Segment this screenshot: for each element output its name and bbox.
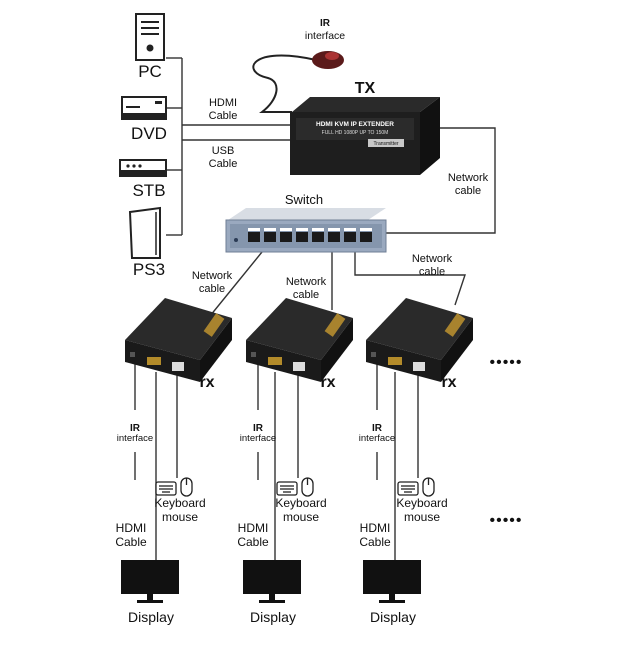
keyboard-mouse-icon-2: [276, 477, 314, 497]
rx-ir-sub-2: interface: [239, 433, 277, 444]
rx-ir-title-3: IR: [372, 423, 382, 434]
ir-cable-tx: [252, 54, 317, 113]
tx-ir-sub: interface: [304, 30, 346, 42]
rx-ir-title-2: IR: [253, 423, 263, 434]
rx-title-1: rx: [199, 374, 215, 391]
network-cable-label-rx3: Network cable: [411, 253, 453, 278]
source-label-dvd: DVD: [131, 124, 167, 143]
keyboard-mouse-icon-3: [397, 477, 435, 497]
switch-title: Switch: [284, 192, 324, 207]
kbd-label-3: Keyboard mouse: [396, 496, 448, 524]
rx-device-3: [366, 298, 473, 382]
tx-device: HDMI KVM IP EXTENDER FULL HD 1080P UP TO…: [290, 97, 440, 175]
hdmi-cable-label: HDMI Cable: [208, 97, 238, 122]
ir-receiver-icon: [312, 51, 344, 69]
display-icon-2: [243, 560, 301, 603]
more-units-ellipsis-top: •••••: [489, 354, 523, 371]
rx-ir-sub-3: interface: [358, 433, 396, 444]
rx-ir-title-1: IR: [130, 423, 140, 434]
network-cable-label-rx1: Network cable: [191, 270, 233, 295]
more-units-ellipsis-bottom: •••••: [489, 512, 523, 529]
connection-lines: [134, 57, 496, 572]
switch-ports: [248, 232, 372, 242]
source-label-ps3: PS3: [132, 260, 166, 279]
stb-icon: [119, 159, 167, 177]
ps3-icon: [128, 206, 161, 259]
svg-text:FULL HD 1080P UP TO 150M: FULL HD 1080P UP TO 150M: [322, 130, 389, 136]
kbd-label-1: Keyboard mouse: [154, 496, 206, 524]
rx-title-3: rx: [441, 374, 457, 391]
network-switch: [225, 208, 387, 253]
rx-hdmi-label-3: HDMI Cable: [359, 521, 391, 549]
kbd-label-2: Keyboard mouse: [275, 496, 327, 524]
rx-device-1: [125, 298, 232, 382]
pc-icon: [135, 13, 165, 61]
svg-text:Transmitter: Transmitter: [373, 141, 398, 147]
display-icon-3: [363, 560, 421, 603]
tx-ir-title: IR: [320, 18, 330, 29]
display-label-1: Display: [128, 609, 174, 625]
display-icon-1: [121, 560, 179, 603]
rx-hdmi-label-1: HDMI Cable: [115, 521, 147, 549]
network-cable-label-tx: Network cable: [447, 172, 489, 197]
rx-hdmi-label-2: HDMI Cable: [237, 521, 269, 549]
display-label-2: Display: [250, 609, 296, 625]
rx-ir-sub-1: interface: [116, 433, 154, 444]
keyboard-mouse-icon-1: [155, 477, 193, 497]
source-label-stb: STB: [132, 181, 166, 200]
display-label-3: Display: [370, 609, 416, 625]
network-cable-label-rx2: Network cable: [285, 276, 327, 301]
svg-text:HDMI KVM IP EXTENDER: HDMI KVM IP EXTENDER: [316, 121, 394, 128]
source-label-pc: PC: [138, 62, 162, 81]
tx-title: TX: [354, 80, 376, 97]
rx-title-2: rx: [320, 374, 336, 391]
dvd-icon: [121, 96, 167, 120]
rx-device-2: [246, 298, 353, 382]
usb-cable-label: USB Cable: [208, 145, 238, 170]
